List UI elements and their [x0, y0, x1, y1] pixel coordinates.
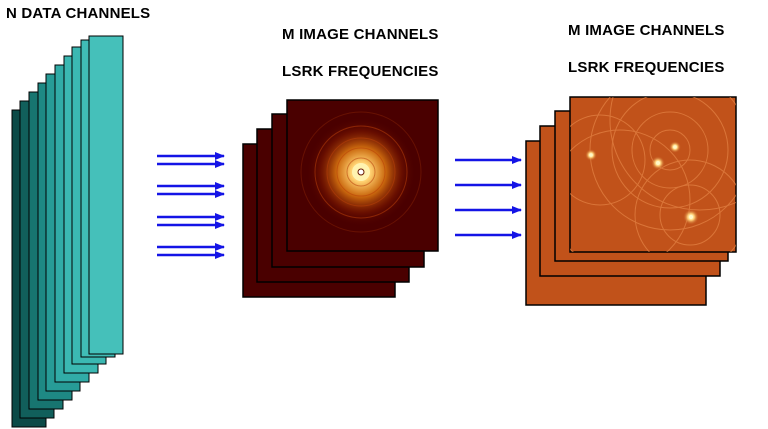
clean-image-content — [570, 97, 736, 252]
deconvolution-arrows — [455, 156, 522, 239]
image-channels-label-clean: M IMAGE CHANNELS — [568, 22, 725, 39]
clean-image-stack — [525, 96, 737, 306]
lsrk-frequencies-label-dirty: LSRK FREQUENCIES — [282, 63, 439, 80]
data-channels-label: N DATA CHANNELS — [6, 5, 151, 22]
lsrk-frequencies-label-clean: LSRK FREQUENCIES — [568, 59, 725, 76]
image-channels-label-dirty: M IMAGE CHANNELS — [282, 26, 439, 43]
dirty-image-content — [300, 111, 422, 233]
gridding-arrows — [157, 152, 225, 259]
data-channel-stack — [11, 35, 124, 428]
dirty-image-stack — [242, 99, 439, 298]
data-channel-slab — [88, 35, 124, 355]
